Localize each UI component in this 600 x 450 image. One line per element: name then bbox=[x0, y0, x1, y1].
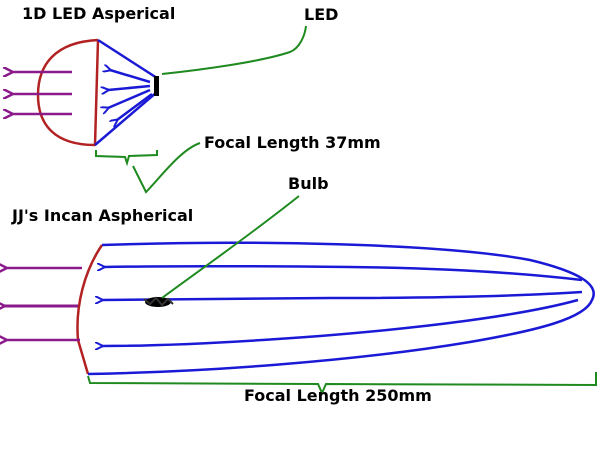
led-callout-line bbox=[161, 25, 307, 75]
focal-length-brace-bottom bbox=[87, 372, 597, 396]
bulb-callout-line bbox=[161, 195, 300, 299]
incan-aspheric-group bbox=[4, 195, 597, 396]
focal-length-callout-top bbox=[132, 142, 201, 194]
led-aspheric-lens bbox=[36, 38, 100, 147]
led-ray-inner-3 bbox=[108, 88, 151, 108]
led-label: LED bbox=[304, 5, 339, 24]
led-ray-boundary-top bbox=[97, 38, 158, 80]
led-ray-inner-1 bbox=[110, 70, 151, 84]
led-ray-boundary-bottom bbox=[94, 91, 158, 146]
bulb-filament bbox=[143, 296, 174, 307]
led-emitter bbox=[154, 76, 159, 96]
incan-aspheric-title: JJ's Incan Aspherical bbox=[12, 206, 194, 225]
led-aspheric-group bbox=[12, 25, 307, 194]
incan-ray-inner-1 bbox=[104, 266, 583, 282]
focal-length-top-label: Focal Length 37mm bbox=[204, 133, 381, 152]
led-aspheric-title: 1D LED Asperical bbox=[22, 4, 176, 23]
led-ray-inner-4 bbox=[117, 92, 153, 120]
led-ray-inner-2 bbox=[108, 84, 151, 90]
focal-length-brace-top bbox=[95, 150, 158, 167]
focal-length-bottom-label: Focal Length 250mm bbox=[244, 386, 432, 405]
incan-ray-inner-2 bbox=[102, 290, 583, 300]
bulb-label: Bulb bbox=[288, 174, 329, 193]
incan-ray-inner-3 bbox=[102, 298, 579, 346]
incan-aspheric-lens bbox=[76, 244, 104, 375]
incan-ray-envelope bbox=[87, 241, 595, 376]
